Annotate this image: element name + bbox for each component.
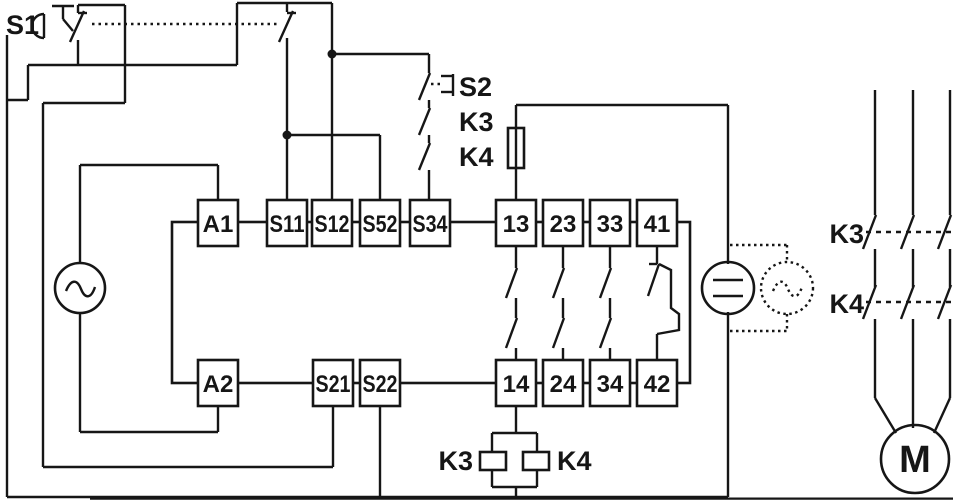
- motor: M: [879, 423, 951, 495]
- relay-no-contact-23-24: [551, 246, 566, 360]
- terminal-box-a1: [196, 198, 240, 248]
- s2-start-button-contact: [417, 72, 455, 101]
- terminal-box-s52: [358, 198, 402, 248]
- s2-label: S2: [459, 72, 492, 102]
- s1-nc-contact-2: [277, 10, 296, 43]
- terminal-box-24: [541, 358, 585, 408]
- wiring: [5, 1, 730, 499]
- coil-k3-label: K3: [438, 446, 473, 476]
- terminal-box-23: [541, 198, 585, 248]
- contactor-k3-main-contacts: K3: [829, 214, 953, 287]
- terminal-box-33: [588, 198, 632, 248]
- power-supply-unit: [700, 260, 756, 316]
- s1-nc-contact-1: [68, 5, 87, 43]
- k4-aux-contact: [417, 142, 432, 171]
- terminal-label-14: 14: [503, 371, 530, 398]
- terminal-label-s34: S34: [413, 211, 449, 238]
- contactor-k4-label: K4: [829, 289, 864, 319]
- junction-dot: [327, 49, 337, 59]
- k3-aux-label: K3: [459, 107, 494, 137]
- k3-aux-contact: [417, 107, 432, 136]
- terminal-box-s11: [265, 198, 309, 248]
- terminal-box-s12: [310, 198, 354, 248]
- terminal-label-24: 24: [550, 371, 577, 398]
- k4-aux-label: K4: [459, 142, 494, 172]
- terminal-label-42: 42: [644, 371, 671, 398]
- coil-k3-icon: [478, 450, 508, 472]
- terminal-label-s52: S52: [363, 211, 398, 238]
- relay-no-contact-13-14: [504, 246, 519, 360]
- safety-relay-module: A1 S11 S12 S52 S34 13 23 33 41 A2 S21 S2…: [170, 198, 692, 408]
- terminal-box-42: [635, 358, 679, 408]
- terminal-box-s21: [311, 358, 355, 408]
- terminal-label-13: 13: [503, 211, 530, 238]
- terminal-label-a2: A2: [203, 371, 234, 398]
- terminal-box-41: [635, 198, 679, 248]
- ac-source-icon: [53, 261, 107, 315]
- terminal-box-14: [494, 358, 538, 408]
- contactor-coils: K3 K4: [438, 446, 591, 476]
- relay-terminals-bottom: A2 S21 S22 14 24 34 42: [196, 358, 679, 408]
- ac-source-alt-icon: [759, 260, 815, 316]
- ac-source-left: [53, 261, 107, 315]
- motor-icon: [879, 423, 951, 495]
- fuse-icon: [506, 126, 526, 170]
- start-feedback-branch: S2 K3 K4: [417, 72, 494, 172]
- terminal-label-s21: S21: [316, 371, 351, 398]
- coil-k4-label: K4: [557, 446, 592, 476]
- terminal-box-34: [588, 358, 632, 408]
- contactor-k3-label: K3: [829, 219, 864, 249]
- terminal-box-13: [494, 198, 538, 248]
- terminal-box-a2: [196, 358, 240, 408]
- terminal-label-33: 33: [597, 211, 624, 238]
- relay-terminals-top: A1 S11 S12 S52 S34 13 23 33 41: [196, 198, 679, 248]
- s1-label: S1: [6, 10, 39, 40]
- terminal-label-41: 41: [644, 211, 671, 238]
- terminal-label-s11: S11: [270, 211, 305, 238]
- terminal-label-s12: S12: [315, 211, 350, 238]
- terminal-label-a1: A1: [203, 211, 234, 238]
- junction-dot: [282, 130, 292, 140]
- motor-label: M: [899, 439, 931, 481]
- ac-source-alternative-dotted: [730, 243, 815, 333]
- terminal-label-s22: S22: [363, 371, 398, 398]
- relay-nc-contact-41-42: [646, 246, 681, 360]
- three-phase-lines: [873, 90, 952, 215]
- terminal-box-s22: [358, 358, 402, 408]
- terminal-box-s34: [408, 198, 452, 248]
- estop-actuator-icon: [30, 4, 74, 40]
- contactor-k4-main-contacts: K4: [829, 284, 953, 434]
- s1-emergency-stop: S1: [6, 4, 296, 43]
- terminal-label-23: 23: [550, 211, 577, 238]
- relay-no-contact-33-34: [598, 246, 613, 360]
- coil-k4-icon: [521, 450, 551, 472]
- terminal-label-34: 34: [597, 371, 624, 398]
- power-supply-icon: [700, 260, 756, 316]
